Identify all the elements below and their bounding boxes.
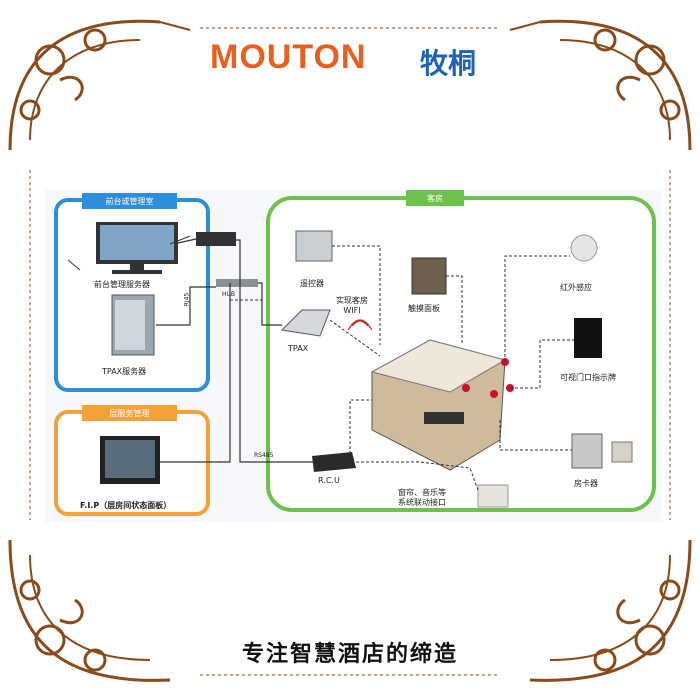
tpax-server-label: TPAX服务器 <box>102 367 147 376</box>
wifi-icon <box>347 319 373 331</box>
front-server-label: 前台管理服务器 <box>94 280 150 289</box>
card-reader-icon <box>571 433 633 469</box>
slogan-text: 专注智慧酒店的缔造 <box>241 641 458 667</box>
remote-icon <box>295 230 333 262</box>
rcu-label: R.C.U <box>318 476 340 485</box>
touch-panel-label: 触摸面板 <box>408 304 440 313</box>
curtain-label: 窗帘、音乐等 系统联动接口 <box>398 488 446 507</box>
side-borders <box>29 27 671 676</box>
wifi-label: 实现客房 WIFI <box>336 296 368 315</box>
monitor-icon <box>96 222 178 274</box>
ornament-top-right <box>509 19 692 151</box>
dashed-links <box>67 235 574 491</box>
fip-label: F.I.P（层房间状态面板） <box>80 501 172 510</box>
rs485-label: RS485 <box>254 452 274 459</box>
rcu-icon <box>312 452 356 472</box>
ornament-top-left <box>8 19 191 151</box>
infrared-label: 红外感应 <box>560 283 592 292</box>
link-label: RJ45 <box>183 292 191 307</box>
brand-logo-en: MOUTON <box>210 38 367 76</box>
hub-label: HUB <box>222 291 236 298</box>
curtain-icon <box>477 484 509 508</box>
guest-room-group-label: 客房 <box>427 194 443 203</box>
switch-icon <box>196 232 236 246</box>
door-sign-label: 可视门口指示牌 <box>560 373 616 382</box>
fip-panel-icon <box>100 436 160 484</box>
guest-room-tag-bg <box>406 190 464 206</box>
ornament-bottom-left <box>8 539 171 682</box>
front-desk-tag-bg <box>82 193 177 209</box>
remote-label: 遥控器 <box>300 279 324 288</box>
brand-logo-cn: 牧桐 <box>420 47 477 80</box>
ornament-bottom-right <box>529 539 692 682</box>
touch-panel-icon <box>411 257 447 295</box>
floor-service-tag-bg <box>82 405 177 421</box>
hub-icon <box>216 279 258 287</box>
tpax-label: TPAX <box>288 344 309 353</box>
tpax-icon <box>280 309 331 337</box>
floor-service-group-label: 层服务管理 <box>109 409 150 418</box>
connection-lines <box>156 238 314 463</box>
infrared-icon <box>570 234 598 262</box>
room-model-icon <box>370 339 514 471</box>
server-icon <box>111 294 155 356</box>
front-desk-group-label: 前台或管理室 <box>105 197 154 206</box>
card-reader-label: 房卡器 <box>574 479 598 488</box>
door-sign-icon <box>574 318 602 358</box>
